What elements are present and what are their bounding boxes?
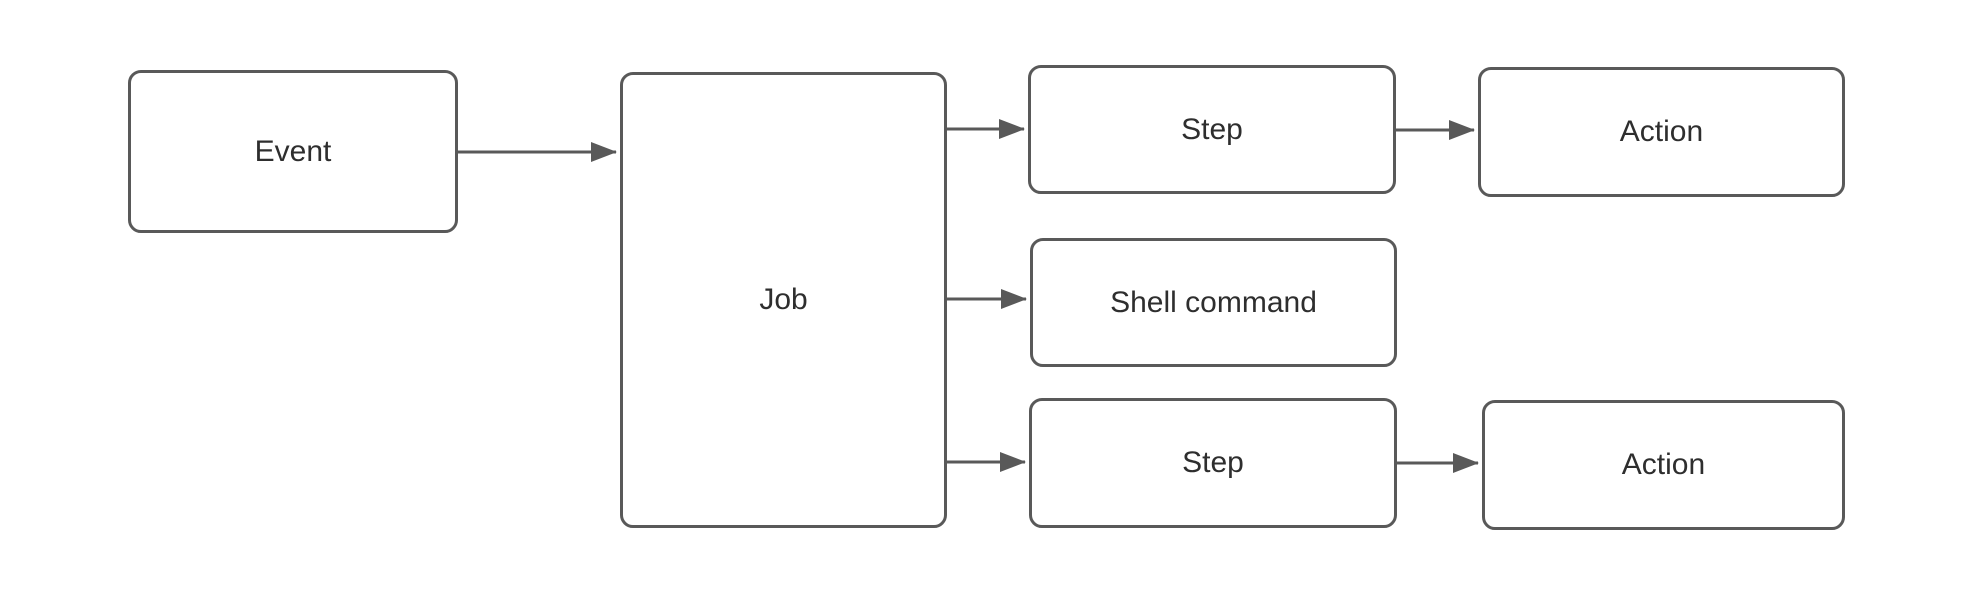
node-action-bottom-label: Action bbox=[1621, 448, 1706, 481]
node-job: Job bbox=[620, 72, 947, 528]
node-job-label: Job bbox=[759, 283, 808, 316]
node-event-label: Event bbox=[254, 134, 332, 168]
node-action-top: Action bbox=[1478, 67, 1845, 197]
node-shell-command-label: Shell command bbox=[1110, 285, 1317, 319]
node-shell-command: Shell command bbox=[1030, 238, 1397, 367]
node-action-top-label: Action bbox=[1619, 115, 1704, 148]
node-step-top-label: Step bbox=[1181, 112, 1243, 146]
node-step-bottom-label: Step bbox=[1182, 446, 1244, 479]
node-step-top: Step bbox=[1028, 65, 1396, 194]
node-step-bottom: Step bbox=[1029, 398, 1397, 528]
node-event: Event bbox=[128, 70, 458, 233]
node-action-bottom: Action bbox=[1482, 400, 1845, 530]
